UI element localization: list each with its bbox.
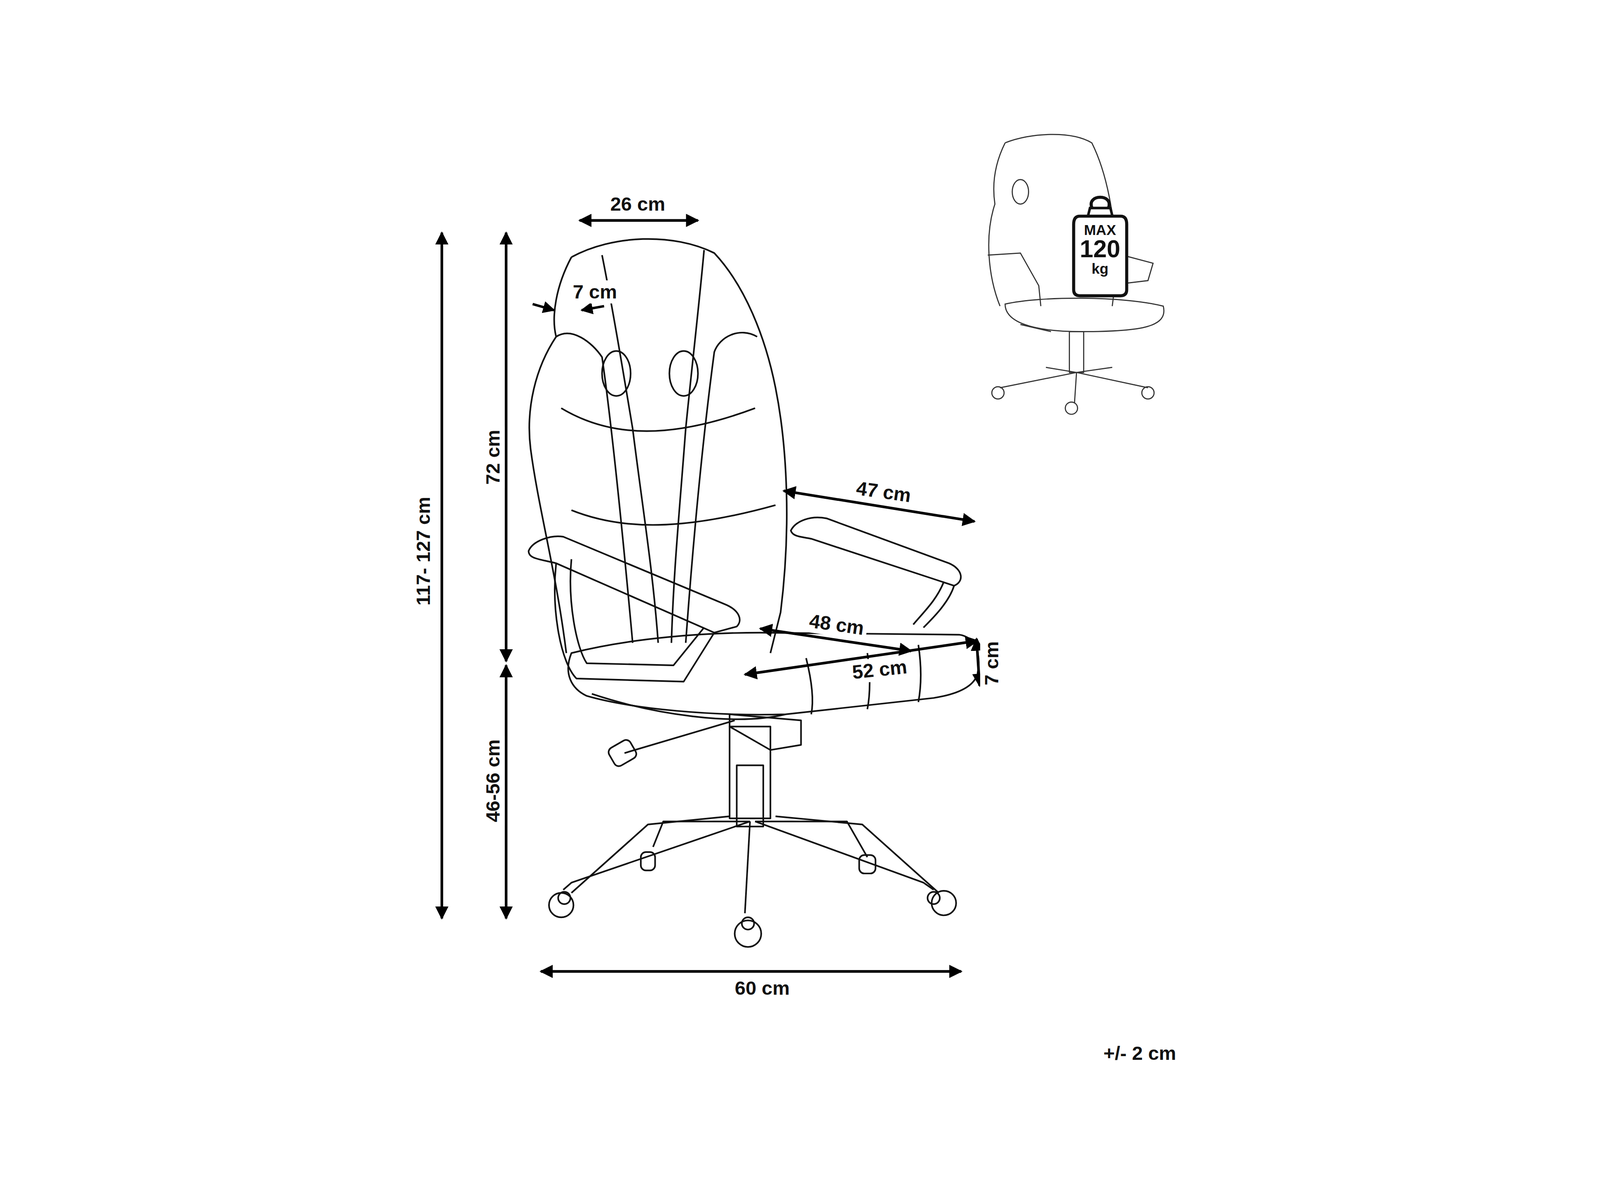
drawing-part [571,504,776,525]
drawing-part [558,891,571,904]
drawing-part [741,917,755,930]
weight-text: MAX [1083,222,1117,237]
drawing-part [859,854,876,874]
small-chair [987,134,1164,415]
drawing-part [528,536,740,633]
drawing-part [504,232,508,662]
drawing-part [624,720,735,754]
drawing-part [988,143,1006,307]
drawing-part [927,891,940,904]
drawing-part [729,714,801,751]
drawing-part [591,693,786,719]
drawing-part [913,581,944,625]
dimension-label: 46-56 cm [481,735,505,826]
drawing-part [440,232,444,918]
drawing-part [987,253,1042,307]
drawing-part [669,351,698,397]
dimension-arrows [441,220,980,972]
drawing-part [571,816,730,893]
weight-icon: MAX120kg [1071,189,1129,298]
drawing-part [1069,331,1084,373]
drawing-part [1073,216,1127,296]
drawing-part [976,638,980,686]
drawing-part [1005,297,1164,332]
drawing-part [729,726,771,819]
dimension-label: 26 cm [607,192,669,216]
dimension-label: 72 cm [481,426,505,488]
drawing-part [563,821,751,890]
dimension-label: 60 cm [731,976,793,1000]
dimension-label: 117- 127 cm [412,493,436,609]
drawing-part [652,821,750,847]
drawing-part [790,517,962,586]
thickness-arrows [532,304,604,311]
dimension-label: +/- 2 cm [1100,1041,1180,1065]
weight-text: kg [1091,261,1109,276]
weight-text: 120 [1079,236,1121,262]
drawing-part [685,332,758,643]
drawing-part [744,821,750,914]
drawing-part [1065,401,1078,415]
drawing-part [581,306,604,311]
dimension-label: 7 cm [569,280,621,304]
drawing-part [991,386,1005,399]
drawing-part [568,632,979,715]
drawing-part [775,816,939,893]
drawing-part [736,765,764,827]
drawing-part [556,333,633,643]
drawing-part [734,920,762,947]
drawing-part [504,665,508,919]
drawing-part [570,558,704,665]
drawing-part [540,969,962,973]
drawing-part [529,257,572,653]
drawing-part [602,351,631,397]
drawing-part [1090,197,1110,209]
main-chair [528,239,979,947]
drawing-part [532,304,554,311]
dimension-label: 7 cm [980,638,1004,689]
drawing-part [1012,179,1029,205]
drawing-part [579,218,698,222]
drawing-part [755,821,934,890]
drawing-part [918,644,921,702]
drawing-part [640,851,656,871]
weight-text-stack: MAX120kg [1071,189,1129,276]
drawing-part [999,367,1148,404]
drawing-part [1141,386,1155,399]
drawing-part [1020,324,1052,332]
drawing-part [561,408,756,432]
drawing-part [606,738,639,769]
drawing-part [602,255,659,643]
